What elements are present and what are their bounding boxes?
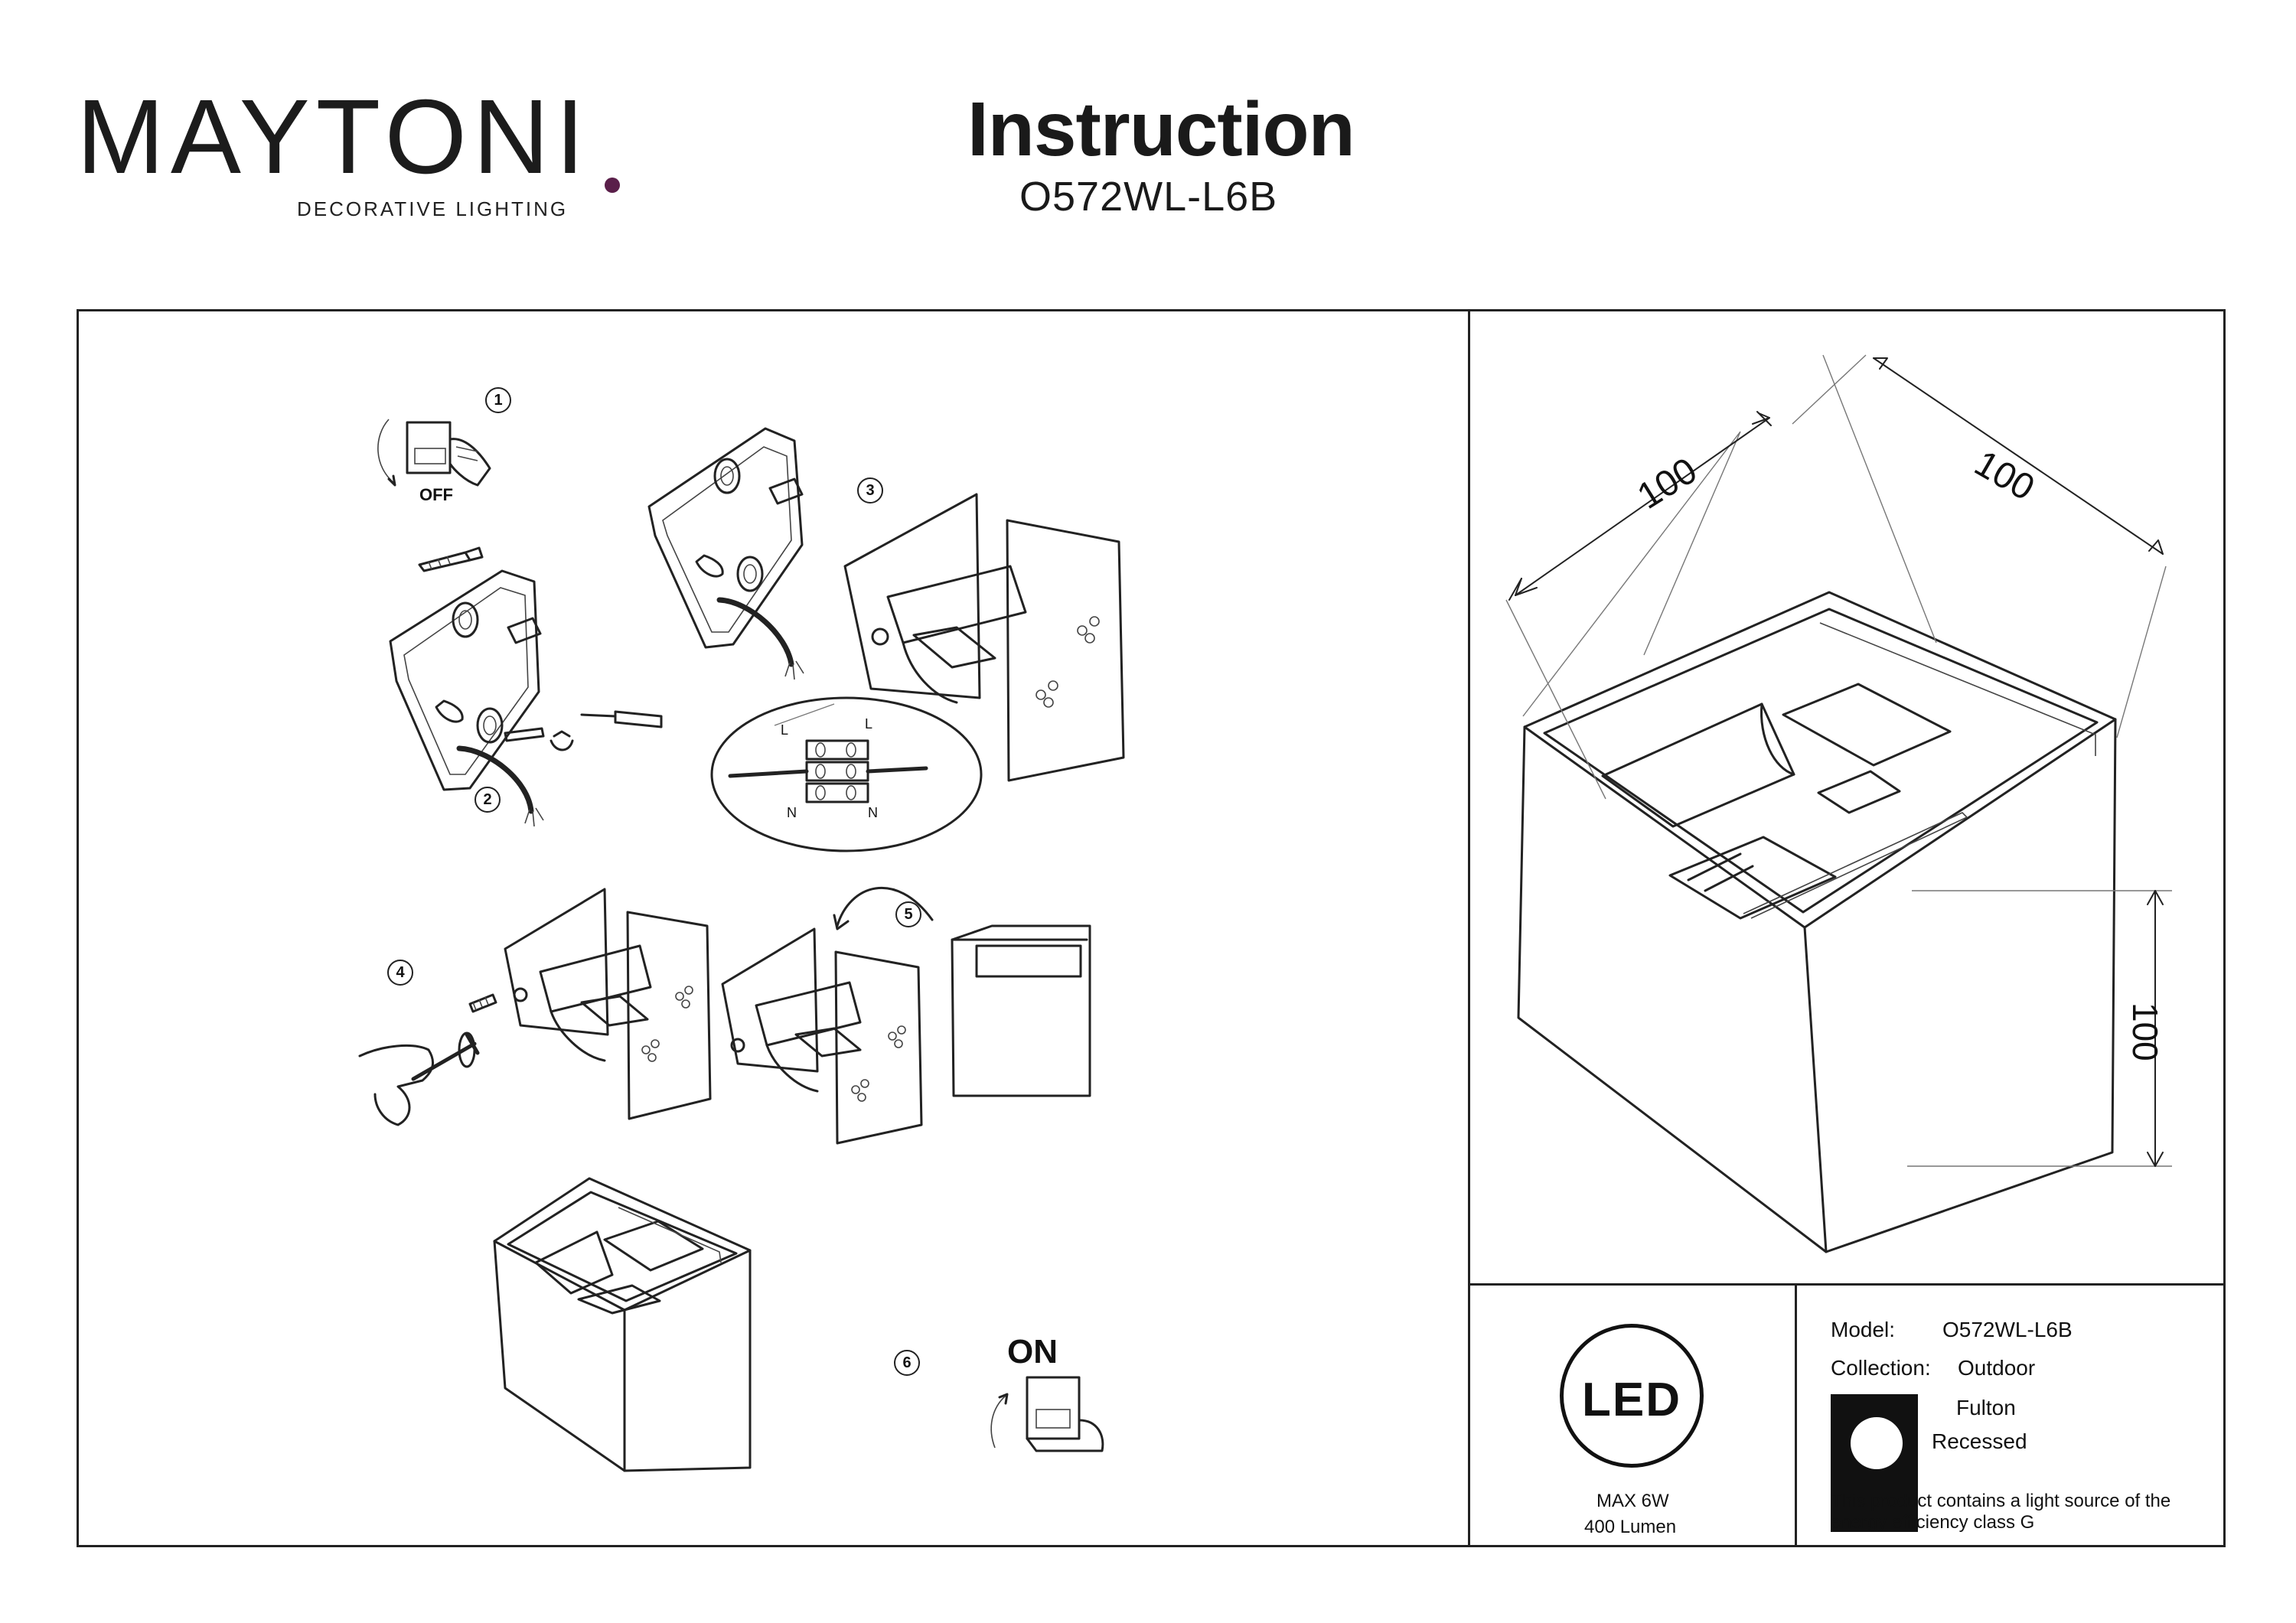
lumen-output: 400 Lumen	[1584, 1517, 1677, 1537]
on-label: ON	[1007, 1333, 1058, 1370]
step-number-5: 5	[895, 901, 921, 927]
mount-type: Recessed	[1932, 1429, 2027, 1453]
led-badge-text: LED	[1582, 1374, 1681, 1426]
screw-icon-2	[504, 727, 545, 742]
assembled-lamp-illustration	[493, 1177, 752, 1472]
max-power: MAX 6W	[1596, 1491, 1669, 1511]
led-badge-icon	[1560, 1324, 1704, 1468]
dimension-height: 100	[2125, 1002, 2165, 1061]
dimension-drawing	[1505, 354, 2172, 1253]
page-title: Instruction	[967, 86, 1355, 172]
logo-wordmark: MAYTONI	[77, 78, 591, 196]
housing-fixing-illustration	[468, 888, 712, 1120]
installation-illustrations	[358, 419, 1125, 1472]
logo-dot	[605, 178, 620, 193]
collection-value: Outdoor	[1958, 1356, 2036, 1380]
energy-class-dot-icon	[1851, 1417, 1903, 1469]
step-number-3: 3	[857, 477, 883, 504]
step-number-2: 2	[475, 787, 501, 813]
mounting-plate-illustration	[389, 569, 544, 827]
switch-off-icon	[377, 419, 491, 487]
frame-divider-vertical	[1468, 309, 1470, 1547]
wall-anchor-icon	[550, 730, 574, 751]
frame-divider-horizontal	[1468, 1283, 2226, 1286]
model-label: Model:	[1831, 1318, 1896, 1341]
instruction-frame	[77, 309, 2226, 1547]
screwdriver-icon	[580, 710, 663, 728]
wiring-label-l-left: L	[781, 722, 789, 738]
wiring-diagram	[710, 696, 983, 852]
hand-screwdriver-icon	[358, 1031, 480, 1126]
step-number-1: 1	[485, 387, 511, 413]
energy-note-line1: This product contains a light source of …	[1831, 1491, 2171, 1511]
wiring-label-n-right: N	[868, 805, 878, 820]
mounting-plate-wired-illustration	[647, 427, 804, 680]
page-subtitle-model: O572WL-L6B	[1019, 174, 1278, 220]
model-value: O572WL-L6B	[1942, 1318, 2073, 1341]
energy-note-line2: energy efficiency class G	[1831, 1512, 2035, 1533]
brand-logo: MAYTONI DECORATIVE LIGHTING	[77, 84, 620, 237]
step-number-6: 6	[894, 1350, 920, 1376]
step-number-4: 4	[387, 960, 413, 986]
product-name: Fulton	[1956, 1396, 2016, 1419]
off-label: OFF	[419, 485, 453, 504]
wiring-label-l-right: L	[865, 716, 873, 732]
screw-icon	[418, 546, 484, 572]
housing-cover-illustration	[721, 887, 1091, 1145]
switch-on-icon	[990, 1376, 1104, 1452]
housing-open-illustration	[774, 493, 1125, 782]
frame-divider-info	[1795, 1283, 1797, 1547]
wiring-label-n-left: N	[787, 805, 797, 820]
logo-tagline: DECORATIVE LIGHTING	[297, 197, 569, 220]
collection-label: Collection:	[1831, 1356, 1931, 1380]
